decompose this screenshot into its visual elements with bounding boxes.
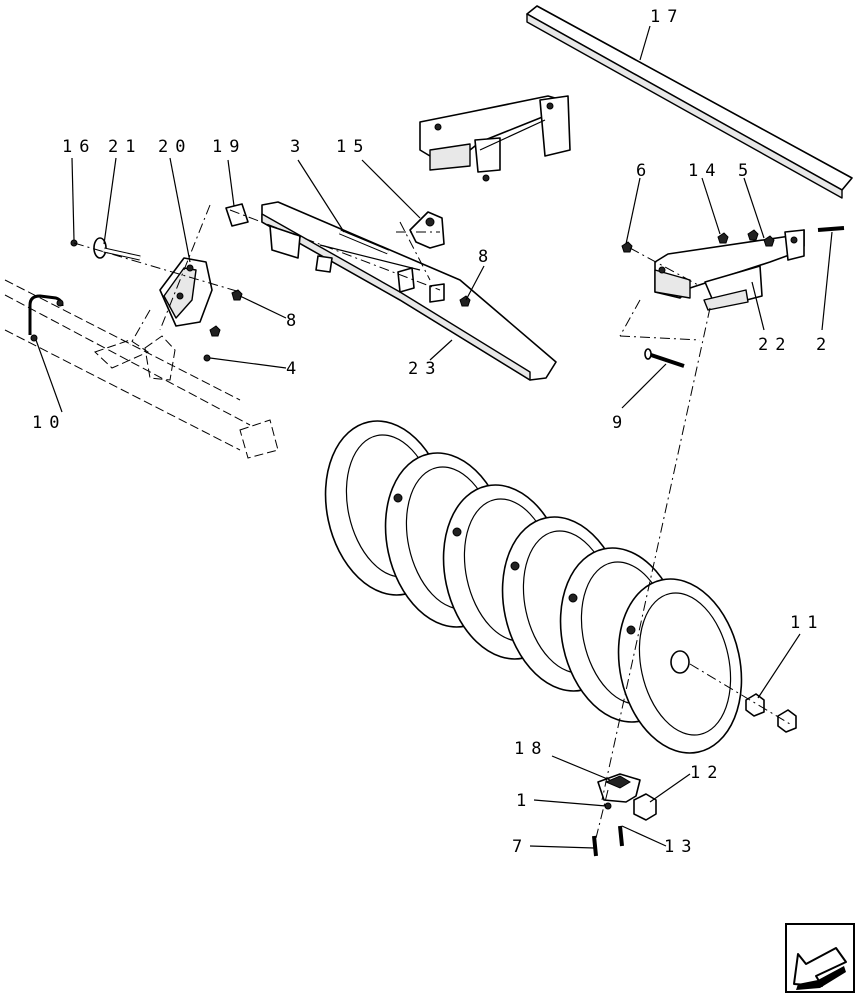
part-10-ubolt bbox=[28, 294, 64, 342]
callout-8-left: 8 bbox=[286, 311, 303, 331]
callout-23: 23 bbox=[408, 359, 442, 379]
upper-bracket-assembly bbox=[419, 95, 571, 182]
assembly-centerlines bbox=[73, 204, 791, 839]
wheel-6 bbox=[617, 578, 743, 754]
back-arrow-icon[interactable] bbox=[785, 923, 855, 993]
callout-11: 11 bbox=[790, 613, 824, 633]
part-17-bar bbox=[526, 5, 853, 199]
part-2-pin bbox=[817, 226, 845, 232]
part-9-pin bbox=[644, 348, 685, 368]
callout-labels: 17 16 21 20 19 3 15 6 14 5 8 8 4 23 22 2… bbox=[32, 7, 833, 857]
part-3-pin bbox=[339, 229, 389, 255]
callout-1: 1 bbox=[516, 791, 533, 811]
ghost-frame-tube bbox=[4, 279, 279, 459]
callout-6: 6 bbox=[636, 161, 653, 181]
part-23-arm bbox=[261, 201, 557, 381]
part-12-nut bbox=[633, 793, 657, 821]
callout-4: 4 bbox=[286, 359, 303, 379]
callout-8-center: 8 bbox=[478, 247, 495, 267]
callout-22: 22 bbox=[758, 335, 792, 355]
part-8-nut-c bbox=[209, 325, 221, 337]
wheel-gang bbox=[324, 420, 743, 754]
callout-19: 19 bbox=[212, 137, 246, 157]
leader-lines bbox=[35, 25, 833, 849]
part-18-bearing-bracket bbox=[597, 773, 641, 803]
callout-13: 13 bbox=[664, 837, 698, 857]
part-14-nut-a bbox=[717, 232, 729, 244]
part-8-nut-b bbox=[459, 295, 471, 307]
callout-3: 3 bbox=[290, 137, 307, 157]
part-6-nut bbox=[621, 241, 633, 253]
part-21-bolt bbox=[93, 237, 141, 261]
callout-14: 14 bbox=[688, 161, 722, 181]
part-11-nut-b bbox=[777, 709, 797, 733]
callout-18: 18 bbox=[514, 739, 548, 759]
callout-5: 5 bbox=[738, 161, 755, 181]
part-7-bolt bbox=[592, 835, 598, 857]
part-22-bracket bbox=[654, 229, 805, 311]
callout-2: 2 bbox=[816, 335, 833, 355]
callout-17: 17 bbox=[650, 7, 684, 27]
part-13-bolt bbox=[618, 825, 624, 847]
part-14-nut-b bbox=[747, 229, 759, 241]
part-19-block bbox=[225, 203, 249, 227]
callout-15: 15 bbox=[336, 137, 370, 157]
callout-7: 7 bbox=[512, 837, 529, 857]
callout-16: 16 bbox=[62, 137, 96, 157]
part-8-nut-a bbox=[231, 289, 243, 301]
part-4-washer bbox=[203, 354, 211, 362]
callout-21: 21 bbox=[108, 137, 142, 157]
callout-20: 20 bbox=[158, 137, 192, 157]
part-20-clamp bbox=[159, 257, 213, 327]
part-11-nut-a bbox=[745, 693, 765, 717]
callout-9: 9 bbox=[612, 413, 629, 433]
part-15-bracket bbox=[409, 211, 445, 249]
callout-10: 10 bbox=[32, 413, 66, 433]
callout-12: 12 bbox=[690, 763, 724, 783]
part-5-washer bbox=[763, 235, 775, 247]
